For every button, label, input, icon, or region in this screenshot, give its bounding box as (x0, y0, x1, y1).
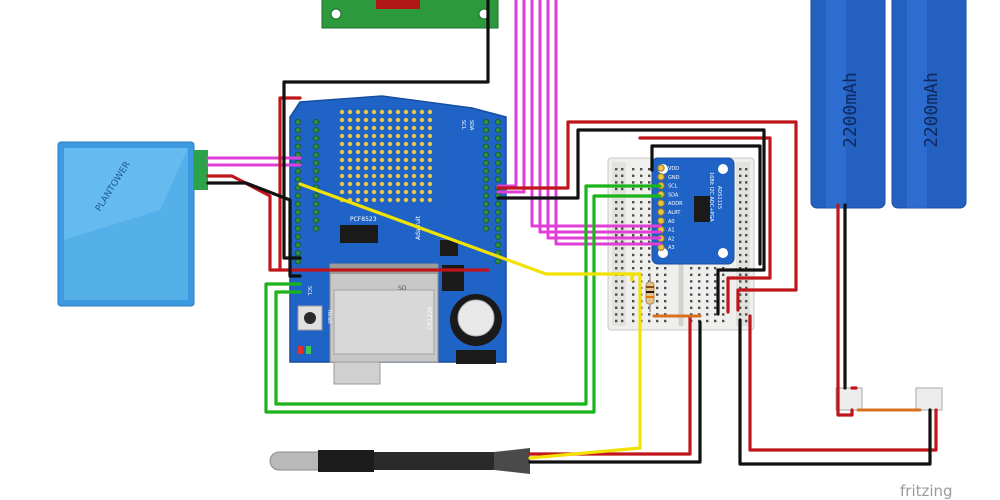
wire (538, 0, 662, 234)
scl-label: SCL (306, 286, 312, 296)
adc-pin-addr (657, 199, 665, 207)
adc-pin-label: ADDR (668, 201, 683, 207)
adc-pin-label: GND (668, 175, 680, 181)
wire (528, 320, 702, 464)
adc-pin-label: A1 (668, 228, 675, 234)
led-red (298, 346, 303, 354)
adc-pin-label: SCL (668, 184, 678, 190)
battery-1-label: 2200mAh (840, 72, 861, 148)
adc-title: 16Bit I2C ADC+PGA (708, 172, 714, 222)
battery-label: CR1220 (427, 306, 434, 330)
wire (528, 316, 692, 456)
adc-pin-gnd (657, 173, 665, 181)
wire (496, 0, 518, 188)
wire (836, 203, 854, 417)
adc-pin-label: A3 (668, 245, 675, 251)
pin-label-scl: SCL (460, 120, 466, 130)
rtc-chip (340, 225, 378, 243)
reset-label: Reset (326, 310, 332, 324)
wire (530, 0, 662, 228)
battery-pack: 2200mAh 2200mAh (810, 0, 967, 411)
fritzing-watermark: fritzing (900, 482, 953, 500)
pin-label-sda: SDA (468, 120, 474, 131)
logger-shield: SCL SDA PCF8523 SD CR1220 Reset SCL Adaf… (289, 95, 507, 385)
wire (206, 181, 302, 278)
plantower-sensor: PLANTOWER (57, 141, 208, 307)
wire (274, 184, 662, 406)
wire (738, 203, 932, 466)
wire (546, 0, 662, 240)
wire (278, 96, 302, 272)
wire (496, 0, 526, 194)
adc-pin-alrt (657, 208, 665, 216)
wire (496, 120, 798, 312)
wire (264, 194, 662, 414)
adc-pin-label: ALRT (668, 210, 681, 216)
adc-pin-label: A2 (668, 236, 675, 242)
battery-2-connector (915, 387, 943, 411)
adc-pin-label: A0 (668, 219, 675, 225)
sd-label: SD (398, 285, 407, 292)
wires (206, 0, 938, 466)
wire (496, 128, 766, 316)
rtc-chip-label: PCF8523 (350, 216, 377, 223)
wire (298, 182, 642, 460)
resistor (645, 276, 655, 312)
wire (206, 174, 490, 272)
battery-1-connector (835, 387, 863, 411)
wire (650, 144, 762, 266)
adc-pin-label: SDA (668, 192, 679, 198)
adc-pin-label: VDD (668, 166, 679, 172)
led-green (306, 346, 311, 354)
wire (748, 314, 938, 452)
adc-pin-vdd (657, 164, 665, 172)
wire (638, 136, 772, 314)
adc-chip-label: ADS1115 (716, 186, 722, 209)
top-sensor-module (321, 0, 499, 29)
temperature-probe (269, 448, 530, 474)
adc-pin-a0 (657, 217, 665, 225)
header-pin-labels: SCL SDA (460, 120, 474, 131)
battery-2-label: 2200mAh (921, 72, 942, 148)
wire (554, 0, 662, 246)
